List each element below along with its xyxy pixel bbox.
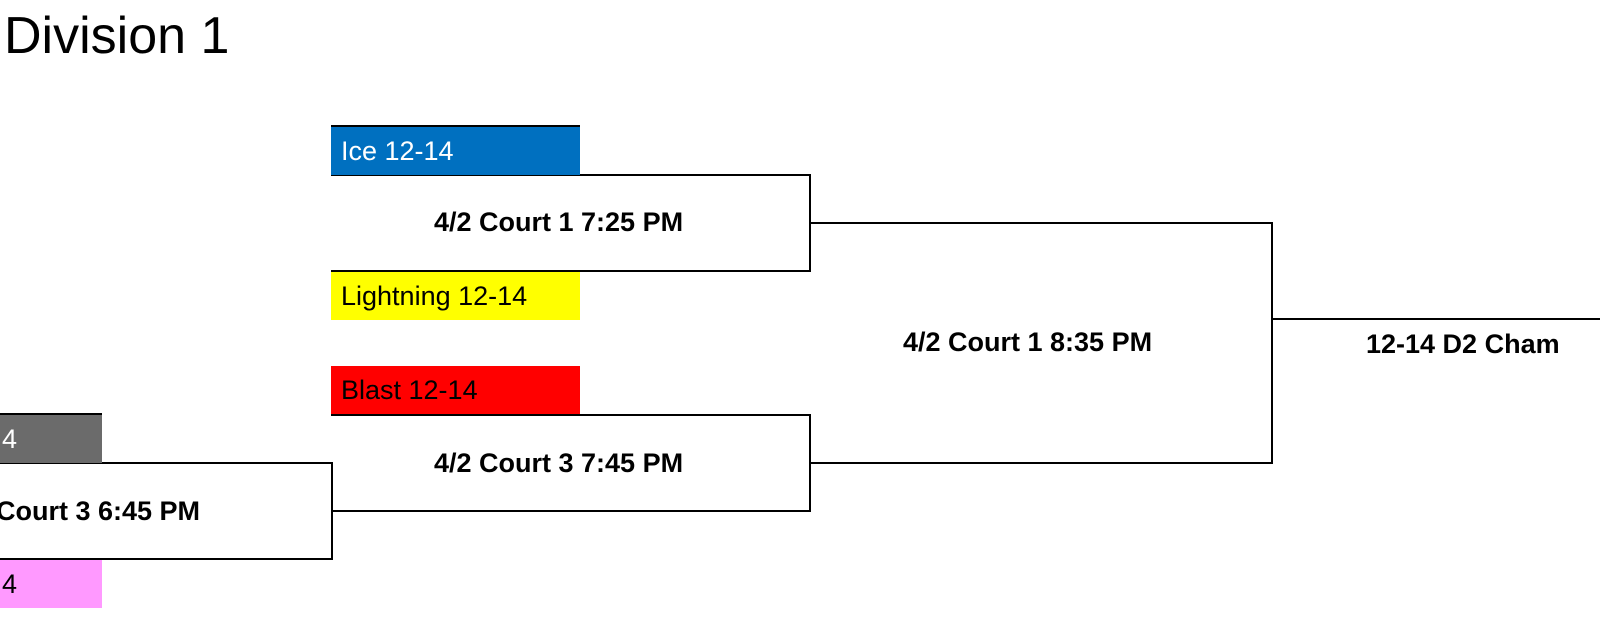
team-gray: 4 bbox=[0, 415, 102, 463]
page-title: Division 1 bbox=[4, 7, 230, 65]
game-semi-bottom: 4/2 Court 3 7:45 PM bbox=[434, 448, 684, 478]
game-semi-top: 4/2 Court 1 7:25 PM bbox=[434, 207, 684, 237]
team-ice: Ice 12-14 bbox=[331, 127, 580, 175]
game-championship: 12-14 D2 Cham bbox=[1366, 329, 1560, 359]
bracket-line bbox=[0, 462, 333, 560]
team-pink: 4 bbox=[0, 560, 102, 608]
team-blast: Blast 12-14 bbox=[331, 366, 580, 414]
game-final: 4/2 Court 1 8:35 PM bbox=[903, 327, 1153, 357]
game-first-round: Court 3 6:45 PM bbox=[0, 496, 201, 526]
team-lightning: Lightning 12-14 bbox=[331, 272, 580, 320]
bracket-line bbox=[810, 222, 1273, 464]
